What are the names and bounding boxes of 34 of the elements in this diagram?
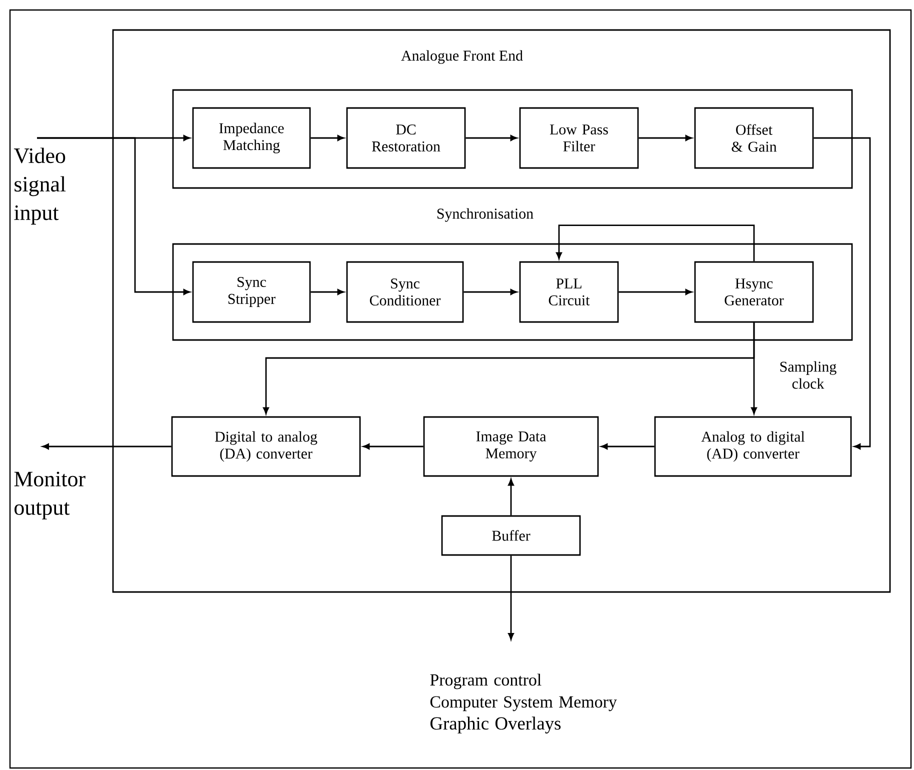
arrow — [464, 289, 518, 295]
process-box: Analog to digital (AD) converter — [654, 416, 852, 477]
arrow — [310, 289, 344, 295]
arrow — [508, 556, 514, 640]
arrow — [362, 444, 424, 450]
process-box: Low Pass Filter — [519, 107, 639, 169]
arrow — [37, 137, 190, 295]
process-box: Sync Stripper — [192, 261, 311, 323]
io-label: Video signal input — [14, 148, 66, 225]
band-heading: Synchronisation — [437, 208, 534, 222]
arrow — [466, 135, 518, 141]
arrow — [508, 478, 514, 516]
arrow — [263, 322, 755, 414]
process-box: Offset & Gain — [694, 107, 814, 169]
arrow — [814, 137, 871, 450]
process-box: Image Data Memory — [423, 416, 599, 477]
process-box: DC Restoration — [346, 107, 466, 169]
arrow — [310, 135, 344, 141]
system-box — [112, 29, 891, 593]
process-box: PLL Circuit — [519, 261, 619, 323]
arrow — [600, 444, 654, 450]
arrow — [556, 224, 755, 262]
arrow — [638, 135, 692, 141]
io-label: Program control Computer System Memory Graphic Overlays — [430, 674, 617, 734]
process-box: Hsync Generator — [694, 261, 814, 323]
process-box: Impedance Matching — [192, 107, 311, 169]
arrow — [618, 289, 692, 295]
io-label: Monitor output — [14, 472, 86, 520]
process-box: Sync Conditioner — [346, 261, 464, 323]
process-box: Digital to analog (DA) converter — [171, 416, 361, 477]
band-heading: Analogue Front End — [401, 50, 523, 64]
process-box: Buffer — [441, 515, 581, 556]
edge-label: Sampling clock — [771, 360, 845, 390]
arrow — [42, 444, 172, 450]
